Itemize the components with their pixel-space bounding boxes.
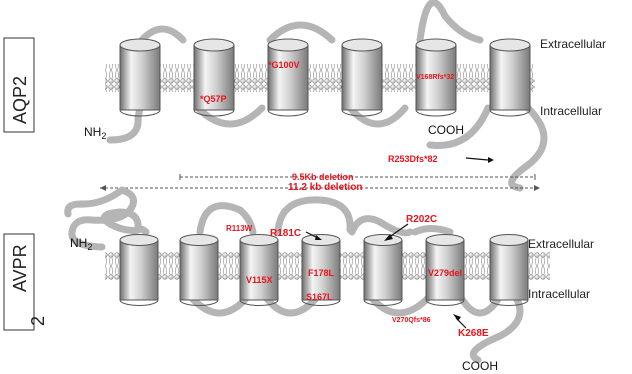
deletions: 9.5Kb deletion 11.2 kb deletion [100, 172, 540, 193]
aqp2-n-terminus: NH2 [84, 125, 106, 141]
avpr2-mutation-v115x: V115X [246, 275, 273, 285]
aqp2-c-terminus: COOH [428, 123, 464, 137]
avpr2-helix-7 [490, 235, 528, 306]
avpr2-mutation-r113w: R113W [226, 224, 253, 233]
avpr2-label-sub: 2 [28, 316, 48, 326]
avpr2-mutation-r202c: R202C [406, 214, 437, 225]
avpr2-arrow-k268e [453, 314, 466, 328]
aqp2-helix-4 [342, 39, 382, 116]
avpr2-extracellular-label: Extracellular [528, 237, 594, 251]
aqp2-loops [110, 3, 544, 189]
aqp2-arrow-r253 [466, 157, 494, 163]
aqp2-helix-2 [194, 39, 234, 116]
aqp2-helix-1 [120, 39, 160, 116]
avpr2-mutation-f178l: F178L [308, 268, 335, 278]
aqp2-mutation-r253dfs82: R253Dfs*82 [388, 154, 438, 164]
aqp2-mutation-g100v: *G100V [268, 60, 300, 70]
aqp2-intracellular-label: Intracellular [540, 104, 602, 118]
aqp2-mutation-v168rfs32: V168Rfs*32 [416, 74, 454, 81]
avpr2-mutation-k268e: K268E [458, 328, 489, 339]
avpr2-mutation-v270qfs86: V270Qfs*86 [392, 317, 431, 324]
avpr2-label-box: AVPR 2 [4, 234, 48, 330]
avpr2-label: AVPR [10, 244, 30, 292]
avpr2-helix-2 [180, 235, 218, 306]
aqp2-label: AQP2 [10, 76, 30, 124]
avpr2-mutation-r181c: R181C [270, 228, 301, 239]
aqp2-membrane [105, 64, 535, 92]
avpr2-helix-5 [364, 235, 402, 306]
aqp2-helix-3 [268, 39, 308, 116]
avpr2-intracellular-label: Intracellular [528, 287, 590, 301]
avpr2-mutation-v279del: V279del [428, 268, 462, 278]
aqp2-label-box: AQP2 [4, 38, 34, 132]
avpr2-c-terminus: COOH [462, 359, 498, 373]
avpr2-n-terminus: NH2 [70, 236, 92, 252]
deletion-9-5kb: 9.5Kb deletion [292, 172, 354, 182]
aqp2-helix-6 [490, 39, 530, 116]
aqp2-mutation-q57p: *Q57P [200, 94, 227, 104]
aqp2-extracellular-label: Extracellular [540, 37, 606, 51]
deletion-11-2kb: 11.2 kb deletion [288, 182, 362, 193]
avpr2-helix-1 [120, 235, 158, 306]
avpr2-mutation-s167l: S167L [306, 292, 333, 302]
avpr2-helix-3 [240, 235, 278, 306]
